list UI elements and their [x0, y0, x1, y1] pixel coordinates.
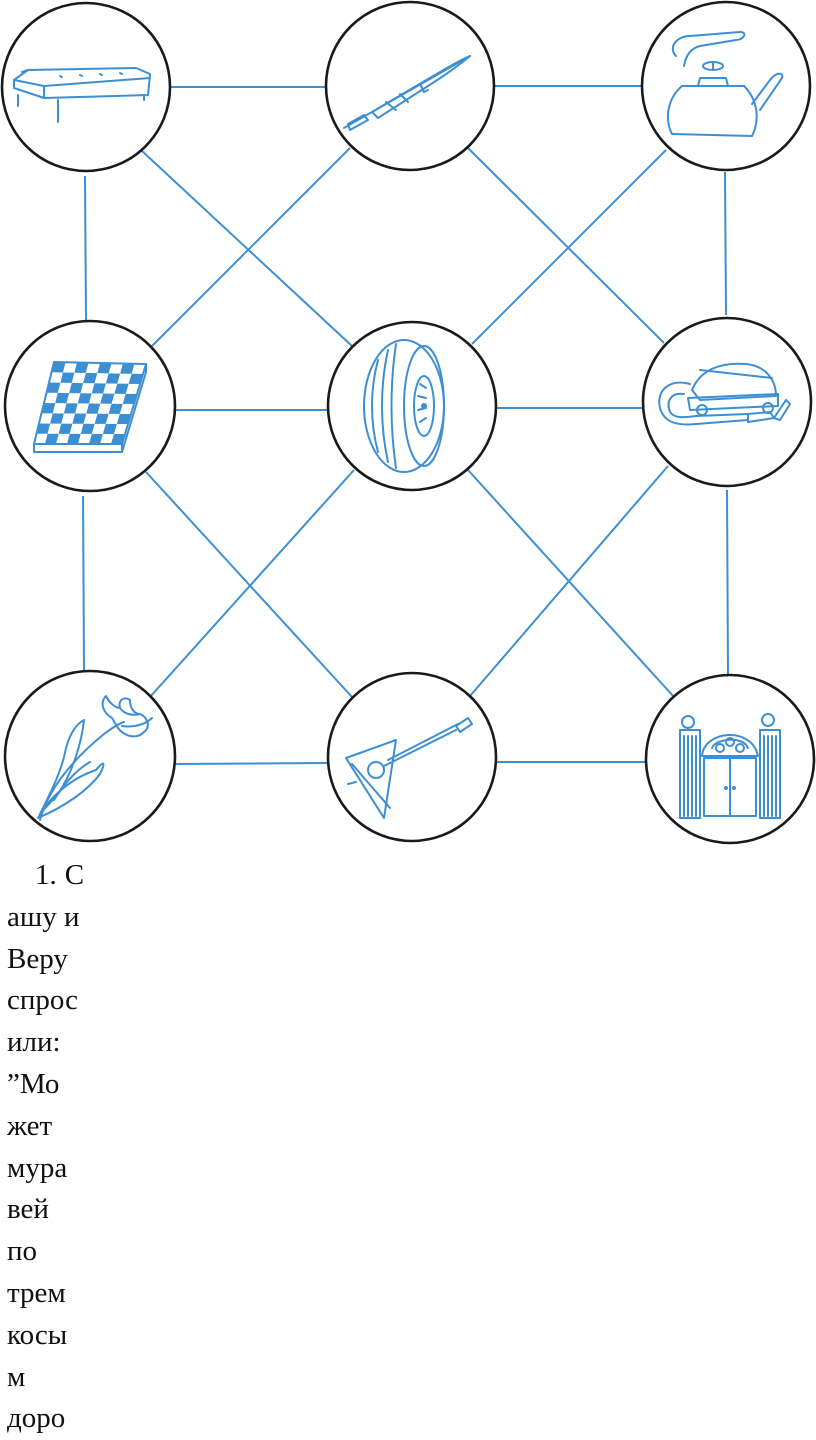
graph-nodes	[0, 0, 816, 845]
node-tire[interactable]	[326, 320, 498, 492]
chess-cell	[58, 423, 73, 434]
edge	[724, 171, 727, 316]
chess-cell	[108, 403, 123, 414]
task-line: ашу и	[7, 900, 80, 933]
node-fishing-rod[interactable]	[324, 0, 496, 172]
vacuum-cleaner-icon	[658, 362, 791, 426]
balalaika-icon	[345, 717, 473, 819]
gate-icon	[679, 713, 781, 819]
edge	[84, 175, 87, 322]
task-line: жет	[7, 1109, 53, 1142]
chess-cell	[114, 383, 129, 394]
chess-cell	[128, 373, 143, 384]
edge	[82, 495, 85, 671]
task-line: Веру	[7, 942, 68, 975]
tire-icon	[363, 339, 445, 473]
tulip-icon	[37, 695, 153, 821]
node-balalaika[interactable]	[326, 671, 498, 843]
task-line: 1.С	[35, 859, 85, 891]
node-tulip[interactable]	[3, 669, 177, 843]
task-line: ”Мо	[7, 1067, 60, 1100]
edge	[149, 469, 355, 698]
chess-cell	[67, 433, 81, 444]
edge	[145, 471, 353, 698]
task-line: трем	[7, 1276, 66, 1309]
chess-cell	[102, 423, 117, 434]
task-line: или:	[7, 1026, 61, 1059]
chess-cell	[50, 413, 64, 424]
edge	[467, 469, 675, 698]
chess-cell	[41, 403, 56, 414]
task-line: м	[7, 1360, 26, 1393]
chess-cell	[97, 363, 112, 374]
chess-cell	[69, 382, 84, 394]
chess-cell	[83, 372, 98, 384]
chess-cell	[55, 392, 70, 404]
chess-cell	[105, 373, 121, 384]
edge	[467, 147, 665, 344]
chess-cell	[122, 393, 137, 404]
chess-cell	[94, 413, 109, 424]
chess-cell	[72, 413, 87, 424]
task-line: доро	[7, 1402, 66, 1435]
edge	[469, 465, 669, 697]
chess-cell	[116, 413, 131, 424]
chess-cell	[77, 393, 92, 404]
task-number: 1.	[35, 859, 57, 891]
edge	[726, 489, 729, 676]
edge	[151, 147, 351, 347]
ant-path-graph	[0, 0, 816, 845]
chess-cell	[86, 403, 101, 414]
edge	[173, 762, 329, 765]
task-line: мура	[7, 1151, 68, 1184]
graph-edges	[82, 85, 729, 765]
chess-cell	[51, 362, 66, 373]
chess-cell	[46, 382, 61, 393]
task-line: вей	[7, 1193, 49, 1226]
node-sofa[interactable]	[0, 1, 172, 173]
chess-cell	[60, 372, 75, 383]
chess-cell	[36, 423, 51, 434]
chess-cell	[91, 383, 106, 394]
chess-cell	[111, 433, 125, 444]
task-text: 1.С ашу и Веру спрос или: ”Мо жет мура в…	[7, 855, 107, 1440]
task-line: косы	[7, 1318, 68, 1351]
node-vacuum[interactable]	[641, 316, 813, 488]
chess-cell	[100, 393, 115, 404]
task-line: спрос	[7, 984, 78, 1017]
chess-cell	[63, 403, 78, 414]
edge	[141, 150, 353, 347]
kettle-icon	[666, 31, 784, 137]
chess-cell	[89, 433, 103, 444]
edge	[471, 149, 667, 345]
fishing-rod-icon	[343, 55, 471, 131]
sofa-icon	[13, 67, 151, 123]
chess-cell	[45, 433, 59, 444]
chess-cell	[120, 363, 135, 374]
chess-cell	[80, 423, 95, 434]
task-line: по	[7, 1235, 38, 1268]
chessboard-icon	[33, 361, 147, 453]
chess-cell	[74, 362, 89, 373]
